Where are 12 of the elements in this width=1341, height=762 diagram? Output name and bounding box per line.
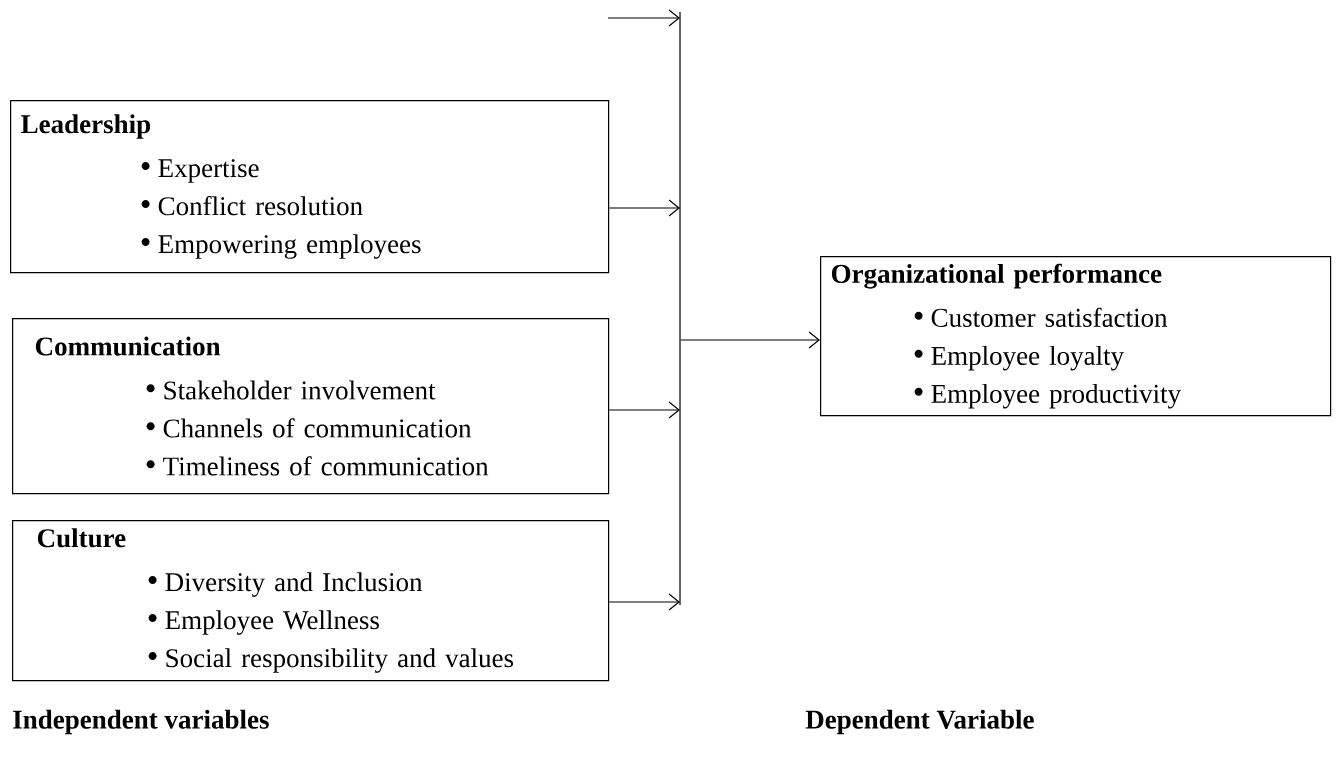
variable-box: Communication Stakeholder involvement Channels of communication Timeliness of communication — [12, 318, 610, 495]
arrow — [608, 401, 680, 419]
axis-caption: Dependent Variable — [805, 709, 1034, 735]
arrow — [608, 199, 680, 217]
arrow — [608, 593, 680, 611]
vertical-line — [679, 11, 681, 606]
variable-box: Organizational performance Customer satisfaction Employee loyalty Employee productivity — [820, 256, 1332, 417]
axis-caption: Independent variables — [13, 709, 269, 735]
variable-box: Culture Diversity and Inclusion Employee Wellness Social responsibility and values — [12, 520, 610, 682]
arrow — [680, 331, 820, 349]
arrow — [607, 9, 680, 27]
variable-box: Leadership Expertise Conflict resolution Empowering employees — [10, 100, 610, 274]
